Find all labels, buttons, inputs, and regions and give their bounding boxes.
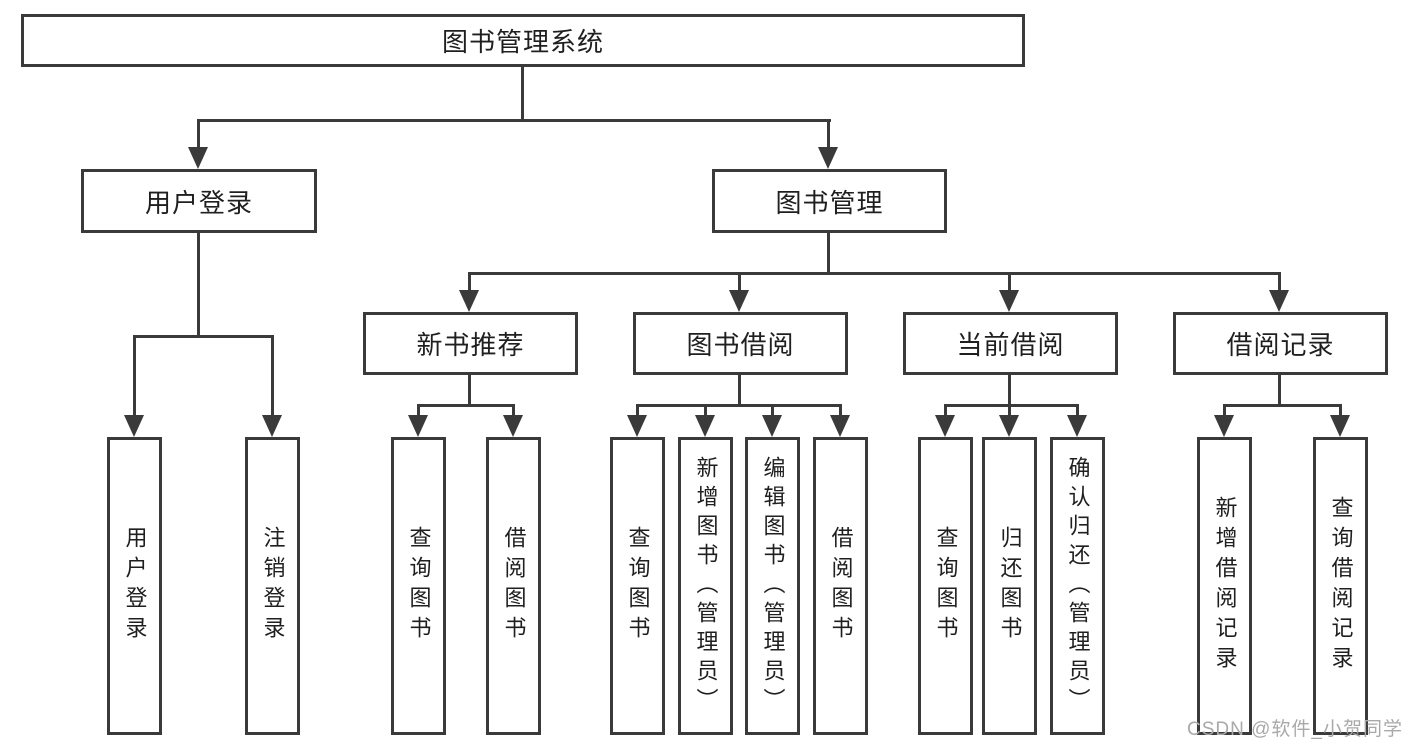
vline (1339, 404, 1342, 419)
node-label: 图书借阅 (686, 330, 795, 360)
arrowhead-down (627, 415, 647, 437)
vline (944, 404, 947, 419)
node-new-book-recommendation: 新书推荐 (363, 312, 578, 375)
vline (1008, 272, 1011, 294)
arrowhead-down (999, 290, 1019, 312)
vline (1008, 404, 1011, 419)
leaf-add-borrow-record: 新增借阅记录 (1197, 437, 1252, 735)
node-borrowing-records: 借阅记录 (1173, 312, 1388, 375)
vline (133, 335, 136, 419)
vline (1008, 375, 1011, 407)
arrowhead-down (188, 147, 208, 169)
leaf-user-login: 用户登录 (107, 437, 162, 735)
arrowhead-down (729, 290, 749, 312)
vline (738, 375, 741, 407)
leaf-query-books-current: 查询图书 (918, 437, 973, 735)
vline (512, 404, 515, 419)
leaf-label: 注销登录 (260, 526, 286, 646)
vline (636, 404, 639, 419)
vline (197, 233, 200, 338)
vline (468, 272, 471, 294)
arrowhead-down (695, 415, 715, 437)
vline (197, 119, 200, 151)
leaf-label: 用户登录 (122, 526, 148, 646)
arrowhead-down (1067, 415, 1087, 437)
leaf-query-books-borrowing: 查询图书 (610, 437, 665, 735)
leaf-label: 归还图书 (997, 526, 1023, 646)
hline (944, 404, 1079, 407)
leaf-query-borrow-record: 查询借阅记录 (1313, 437, 1368, 735)
vline (1278, 375, 1281, 407)
node-book-management: 图书管理 (712, 169, 947, 233)
hline (636, 404, 841, 407)
leaf-borrow-books-recommend: 借阅图书 (486, 437, 541, 735)
node-label: 当前借阅 (956, 330, 1065, 360)
vline (839, 404, 842, 419)
leaf-logout: 注销登录 (245, 437, 300, 735)
arrowhead-down (1330, 415, 1350, 437)
leaf-label: 编辑图书（管理员） (760, 455, 786, 717)
leaf-confirm-return-admin: 确认归还（管理员） (1050, 437, 1105, 735)
hline (417, 404, 515, 407)
leaf-label: 新增借阅记录 (1212, 496, 1238, 676)
node-label: 图书管理系统 (441, 27, 604, 57)
arrowhead-down (1269, 290, 1289, 312)
arrowhead-down (124, 415, 144, 437)
vline (771, 404, 774, 419)
leaf-label: 查询图书 (625, 526, 651, 646)
node-label: 图书管理 (775, 187, 884, 218)
leaf-label: 确认归还（管理员） (1065, 455, 1091, 717)
node-label: 新书推荐 (416, 330, 525, 360)
vline (417, 404, 420, 419)
vline (738, 272, 741, 294)
vline (1223, 404, 1226, 419)
leaf-return-books: 归还图书 (982, 437, 1037, 735)
leaf-label: 查询图书 (406, 526, 432, 646)
vline (827, 119, 830, 151)
leaf-query-books-recommend: 查询图书 (391, 437, 446, 735)
arrowhead-down (818, 147, 838, 169)
node-book-borrowing: 图书借阅 (633, 312, 848, 375)
vline (1076, 404, 1079, 419)
hline (468, 272, 1281, 275)
arrowhead-down (262, 415, 282, 437)
hline (133, 335, 274, 338)
arrowhead-down (999, 415, 1019, 437)
node-library-management-system: 图书管理系统 (21, 14, 1025, 67)
leaf-label: 查询借阅记录 (1328, 496, 1354, 676)
arrowhead-down (408, 415, 428, 437)
node-user-login: 用户登录 (81, 169, 317, 233)
vline (521, 67, 524, 122)
leaf-edit-books-admin: 编辑图书（管理员） (745, 437, 800, 735)
vline (271, 335, 274, 419)
vline (468, 375, 471, 407)
hline (1223, 404, 1342, 407)
arrowhead-down (459, 290, 479, 312)
arrowhead-down (503, 415, 523, 437)
leaf-label: 借阅图书 (828, 526, 854, 646)
csdn-watermark: CSDN @软件_小贺同学 (1187, 719, 1403, 740)
leaf-label: 借阅图书 (501, 526, 527, 646)
leaf-label: 新增图书（管理员） (693, 455, 719, 717)
leaf-label: 查询图书 (933, 526, 959, 646)
node-label: 用户登录 (144, 187, 253, 218)
leaf-add-books-admin: 新增图书（管理员） (678, 437, 733, 735)
arrowhead-down (935, 415, 955, 437)
arrowhead-down (830, 415, 850, 437)
hline (197, 119, 831, 122)
vline (827, 233, 830, 275)
vline (704, 404, 707, 419)
vline (1278, 272, 1281, 294)
arrowhead-down (762, 415, 782, 437)
node-current-borrowing: 当前借阅 (903, 312, 1118, 375)
arrowhead-down (1214, 415, 1234, 437)
node-label: 借阅记录 (1226, 330, 1335, 360)
leaf-borrow-books-borrowing: 借阅图书 (813, 437, 868, 735)
